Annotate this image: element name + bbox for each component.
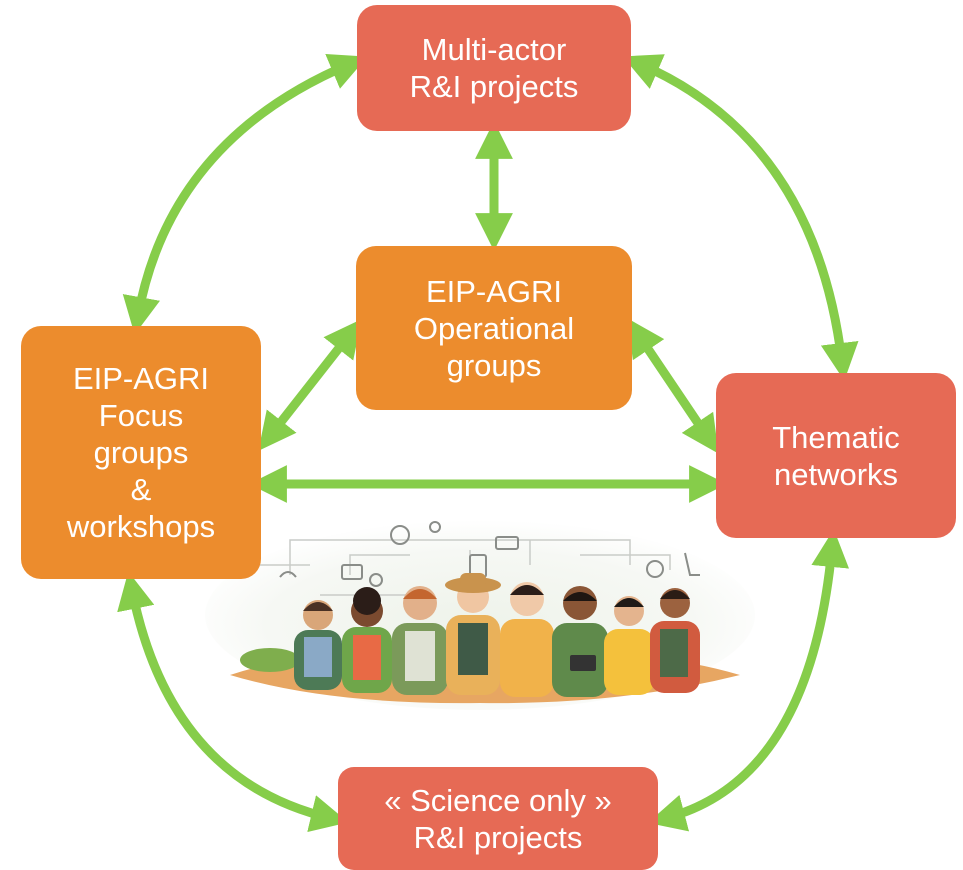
molecule-icon: [369, 573, 383, 587]
arrow-operational-focus-groups: [258, 319, 362, 451]
farmers-illustration: [205, 520, 755, 710]
focus-groups-line-2: Focus: [98, 398, 184, 433]
farmer-1: [294, 600, 342, 690]
microscope-icon: [684, 552, 700, 576]
operational-groups-line-2: Operational: [413, 310, 575, 346]
lightbulb-icon: [429, 521, 441, 533]
multi-actor-line-2: R&I projects: [409, 69, 579, 104]
science-only-projects-box: « Science only » R&I projects: [338, 767, 658, 870]
focus-groups-line-3: groups: [93, 435, 189, 470]
science-only-line-2: R&I projects: [413, 819, 583, 855]
arrow-multi-actor-focus-groups: [122, 53, 368, 335]
arrow-operational-thematic-networks: [627, 318, 719, 454]
network-icon: [495, 536, 519, 550]
farmer-group: [294, 573, 700, 697]
focus-groups-line-4: &: [130, 472, 152, 507]
focus-groups-line-5: workshops: [66, 509, 216, 544]
thematic-networks-box: Thematic networks: [716, 373, 956, 538]
multi-actor-projects-box: Multi-actor R&I projects: [357, 5, 631, 131]
focus-groups-box: EIP-AGRI Focus groups & workshops: [21, 326, 261, 579]
farmer-7: [604, 596, 654, 695]
farmer-8: [650, 588, 700, 693]
multi-actor-line-1: Multi-actor: [421, 32, 567, 67]
seedling-icon: [279, 571, 297, 578]
cancel-icon: [646, 560, 664, 578]
farmer-2: [342, 587, 392, 693]
brain-icon: [390, 525, 410, 545]
operational-groups-box: EIP-AGRI Operational groups: [356, 246, 632, 410]
thematic-networks-line-1: Thematic: [772, 419, 900, 455]
farmer-5: [500, 582, 554, 697]
farmer-4: [445, 573, 501, 695]
arrow-multi-actor-thematic-networks: [622, 54, 859, 381]
science-only-line-1: « Science only »: [384, 782, 612, 818]
arrow-focus-science-only: [117, 571, 349, 833]
farmer-6: [552, 586, 608, 697]
operational-groups-line-1: EIP-AGRI: [425, 273, 563, 309]
thematic-networks-line-2: networks: [773, 456, 899, 492]
farmer-3: [392, 586, 448, 695]
laptop-icon: [341, 564, 363, 580]
operational-groups-line-3: groups: [446, 347, 542, 383]
arrow-thematic-science-only: [647, 529, 850, 832]
focus-groups-line-1: EIP-AGRI: [72, 361, 210, 396]
